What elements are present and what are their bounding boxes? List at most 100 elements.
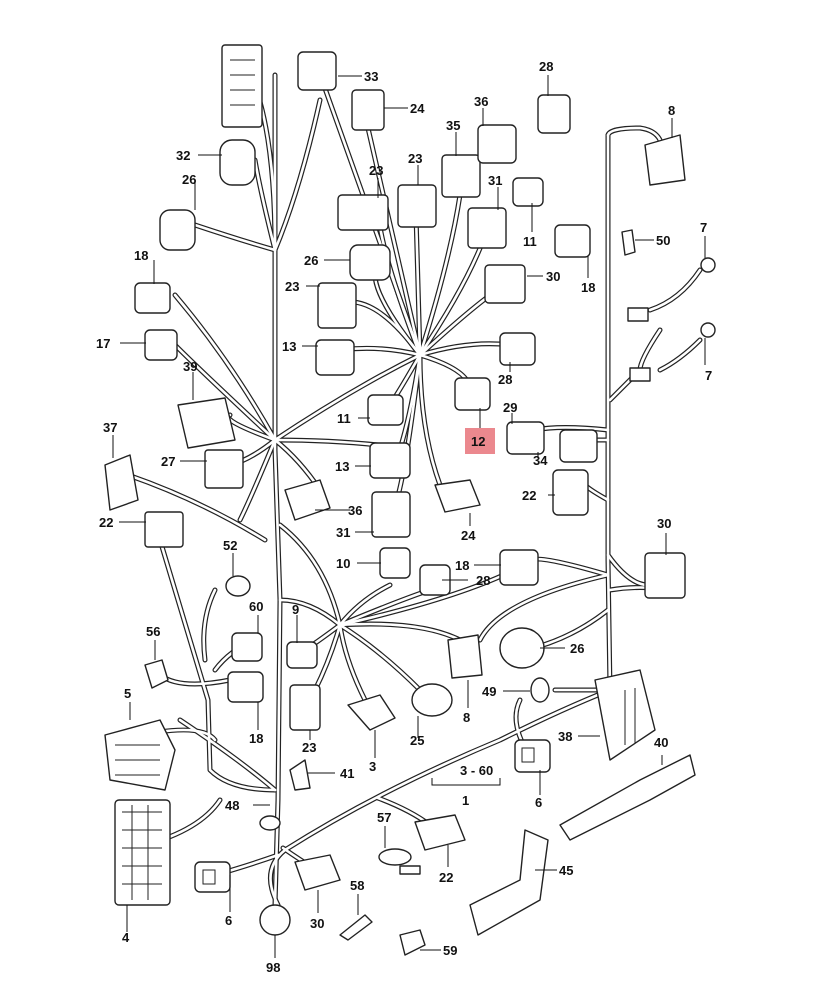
part-29-connector [506,421,545,455]
label-7-bottom: 7 [705,368,712,383]
part-28-mid-connector [499,332,536,366]
label-38: 38 [558,729,572,744]
label-5: 5 [124,686,131,701]
part-26-upper-connector [159,209,196,251]
part-41-bracket [289,759,311,791]
part-49-grommet [530,677,550,703]
label-7-top: 7 [700,220,707,235]
part-26-mid-connector [349,244,391,281]
part-8-lower-bracket [447,634,483,679]
part-8-top-bracket [644,134,686,186]
part-30-bottom-connector [294,854,341,891]
part-18-right-connector [554,224,591,258]
label-10: 10 [336,556,350,571]
part-7-upper-terminal [700,257,716,273]
label-23-low: 23 [302,740,316,755]
label-24-mid: 24 [461,528,476,543]
part-26-lower-connector [499,627,545,669]
part-7-lower-terminal [700,322,716,338]
label-28-mid: 28 [498,372,512,387]
label-60: 60 [249,599,263,614]
label-22-bottom: 22 [439,870,453,885]
part-57-clamp [378,848,421,875]
label-59: 59 [443,943,457,958]
part-13-upper-connector [315,339,355,376]
part-17-connector [144,329,178,361]
label-41: 41 [340,766,354,781]
label-26-mid: 26 [304,253,318,268]
label-23-a: 23 [369,163,383,178]
label-32: 32 [176,148,190,163]
part-24-top-connector [351,89,385,131]
label-13-mid: 13 [335,459,349,474]
part-11-upper-connector [512,177,544,207]
part-38-control-unit-connector [594,669,656,761]
part-12-connector [454,377,491,411]
label-58: 58 [350,878,364,893]
label-11-top: 11 [523,234,537,249]
label-45: 45 [559,863,573,878]
part-23-lower-connector [289,684,321,731]
part-25-connector [411,683,453,717]
label-31-mid: 31 [336,525,350,540]
part-59-clip [399,929,426,956]
label-23-mid: 23 [285,279,299,294]
label-31-top: 31 [488,173,502,188]
part-18-upper-connector [134,282,171,314]
connector-parts [104,44,716,956]
part-24-mid-connector [434,479,481,513]
part-56-sensor [144,659,169,689]
label-50: 50 [656,233,670,248]
part-52-sensor [225,575,251,597]
part-18-lowright-connector [499,549,539,586]
part-50-clip [621,229,636,256]
label-8-top: 8 [668,103,675,118]
part-4-connector [114,799,171,906]
part-45-guide [469,829,549,936]
label-49: 49 [482,684,496,699]
part-34-connector [559,429,598,463]
label-22-right: 22 [522,488,536,503]
callout-labels: 33 24 32 26 23 23 35 36 31 28 8 11 30 18… [96,59,712,975]
label-12: 12 [471,434,485,449]
label-1: 1 [462,793,469,808]
label-36-top: 36 [474,94,488,109]
part-11-lower-connector [367,394,404,426]
part-60-connector [231,632,263,662]
part-23-topmid-connector [337,194,389,231]
label-36-mid: 36 [348,503,362,518]
part-58-cable-tie [339,914,373,941]
part-31-upper-connector [467,207,507,249]
label-30-bottom: 30 [310,916,324,931]
part-31-lower-connector [371,491,411,538]
part-37-connector [104,454,139,511]
part-22-bottom-connector [414,814,466,851]
part-36-lower-connector [284,479,331,521]
label-48: 48 [225,798,239,813]
label-24-top: 24 [410,101,425,116]
part-30-right-connector [644,552,686,599]
part-98-grommet [259,904,291,936]
label-9: 9 [292,602,299,617]
label-39: 39 [183,359,197,374]
label-4: 4 [122,930,130,945]
label-22-left: 22 [99,515,113,530]
label-52: 52 [223,538,237,553]
part-27-connector [204,449,244,489]
part-48-sleeve [259,815,281,831]
label-35: 35 [446,118,460,133]
part-5-connector [104,719,176,791]
label-33: 33 [364,69,378,84]
part-32-connector [219,139,256,186]
label-26-top: 26 [182,172,196,187]
part-30-upper-connector [484,264,526,304]
label-28-top: 28 [539,59,553,74]
label-30-right: 30 [657,516,671,531]
label-98: 98 [266,960,280,975]
part-3-connector [347,694,396,731]
label-18-low-right: 18 [455,558,469,573]
part-36-top-connector [477,124,517,164]
part-13-lower-connector [369,442,411,479]
part-7-upper-plug [627,307,649,322]
